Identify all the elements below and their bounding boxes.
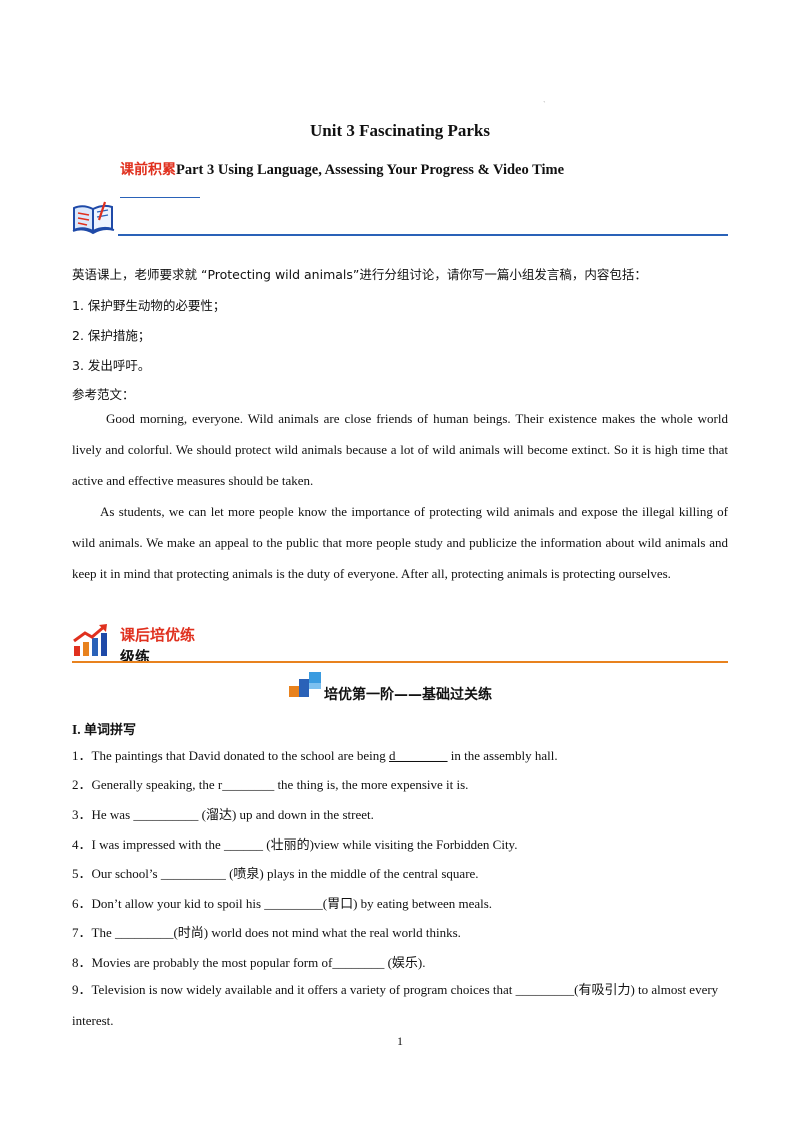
after-class-subheading: 级练 [120, 648, 151, 662]
question-number: 1． [72, 748, 92, 763]
question-number: 2． [72, 777, 92, 792]
question-number: 4． [72, 837, 92, 852]
prompt-point: 3. 发出呼吁。 [72, 358, 151, 373]
question-item: 7．The _________(时尚) world does not mind … [72, 922, 732, 941]
sample-paragraph: As students, we can let more people know… [72, 504, 728, 581]
question-number: 7． [72, 925, 92, 940]
subtitle-text: Part 3 Using Language, Assessing Your Pr… [176, 162, 565, 178]
question-text: in the assembly hall. [447, 748, 558, 763]
question-text: The _________(时尚) world does not mind wh… [91, 925, 461, 940]
page-number: 1 [397, 1034, 403, 1048]
question-item: 6．Don’t allow your kid to spoil his ____… [72, 893, 732, 912]
question-item: 4．I was impressed with the ______ (壮丽的)v… [72, 834, 732, 853]
subtitle-tag: 课前积累 [120, 162, 176, 178]
writing-prompt: 英语课上，老师要求就 “Protecting wild animals”进行分组… [72, 267, 647, 282]
question-text: The paintings that David donated to the … [91, 748, 389, 763]
prompt-point: 1. 保护野生动物的必要性； [72, 298, 226, 313]
part-label: I. 单词拼写 [72, 719, 136, 738]
sample-paragraph: Good morning, everyone. Wild animals are… [72, 411, 728, 488]
question-number: 3． [72, 807, 92, 822]
question-number: 5． [72, 866, 92, 881]
question-number: 9． [72, 982, 92, 997]
section-divider-orange [72, 661, 728, 663]
question-text: Television is now widely available and i… [72, 982, 719, 1028]
part-text: 单词拼写 [84, 723, 137, 738]
question-text: Movies are probably the most popular for… [91, 955, 426, 970]
question-item: 3．He was __________ (溜达) up and down in … [72, 804, 732, 823]
question-item: 9．Television is now widely available and… [72, 974, 732, 1036]
question-number: 6． [72, 896, 92, 911]
question-item: 8．Movies are probably the most popular f… [72, 952, 732, 971]
part-roman: I. [72, 722, 81, 737]
answer-blank[interactable]: d________ [389, 748, 448, 763]
stray-mark: ` [543, 100, 546, 109]
reference-label: 参考范文： [72, 387, 135, 402]
question-text: I was impressed with the ______ (壮丽的)vie… [91, 837, 518, 852]
subtitle-underline [120, 197, 200, 198]
question-text: He was __________ (溜达) up and down in th… [91, 807, 374, 822]
question-item: 1．The paintings that David donated to th… [72, 745, 732, 764]
after-class-heading: 课后培优练 [120, 626, 196, 644]
stairs-icon [289, 672, 321, 697]
question-item: 5．Our school’s __________ (喷泉) plays in … [72, 863, 732, 882]
question-text: Generally speaking, the r________ the th… [91, 777, 469, 792]
question-text: Our school’s __________ (喷泉) plays in th… [91, 866, 479, 881]
question-item: 2．Generally speaking, the r________ the … [72, 774, 732, 793]
open-book-icon [72, 201, 115, 235]
section-title: 培优第一阶——基础过关练 [324, 687, 492, 703]
page-title: Unit 3 Fascinating Parks [310, 121, 490, 140]
prompt-point: 2. 保护措施； [72, 328, 151, 343]
section-divider-blue [118, 234, 728, 236]
growth-chart-icon [73, 624, 107, 656]
question-text: Don’t allow your kid to spoil his ______… [91, 896, 493, 911]
page-subtitle: 课前积累Part 3 Using Language, Assessing You… [120, 159, 564, 179]
question-number: 8． [72, 955, 92, 970]
